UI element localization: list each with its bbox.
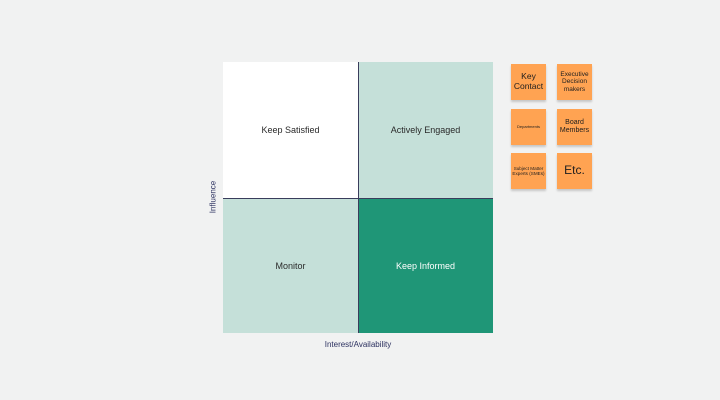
y-axis-label: Influence xyxy=(208,180,218,214)
stakeholder-matrix: Keep Satisfied Actively Engaged Monitor … xyxy=(223,62,493,333)
quadrant-keep-informed: Keep Informed xyxy=(358,198,493,333)
sticky-note-board-members[interactable]: Board Members xyxy=(557,109,592,145)
quadrant-monitor: Monitor xyxy=(223,198,358,333)
quadrant-label: Keep Satisfied xyxy=(261,125,320,135)
sticky-note-departments[interactable]: Departments xyxy=(511,109,546,145)
sticky-note-key-contact[interactable]: Key Contact xyxy=(511,64,546,100)
quadrant-label: Actively Engaged xyxy=(390,125,461,135)
quadrant-actively-engaged: Actively Engaged xyxy=(358,62,493,198)
quadrant-keep-satisfied: Keep Satisfied xyxy=(223,62,358,198)
x-axis-label: Interest/Availability xyxy=(324,340,392,349)
quadrant-label: Keep Informed xyxy=(395,260,456,271)
quadrant-label: Monitor xyxy=(275,260,306,271)
horizontal-divider xyxy=(223,197,493,199)
sticky-note-etc[interactable]: Etc. xyxy=(557,153,592,189)
sticky-note-executive-decision-makers[interactable]: Executive Decision makers xyxy=(557,64,592,100)
sticky-note-smes[interactable]: Subject Matter Experts (SMEs) xyxy=(511,153,546,189)
